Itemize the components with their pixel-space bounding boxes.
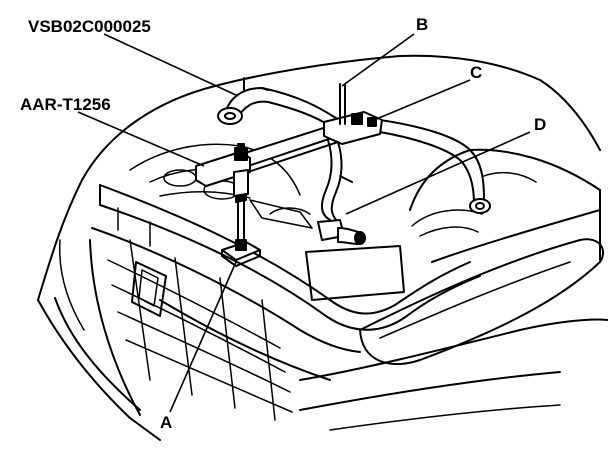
leader-d	[345, 131, 531, 215]
leader-aar	[77, 111, 205, 167]
label-aar-t1256: AAR-T1256	[20, 95, 111, 114]
leader-b	[341, 33, 415, 87]
label-vsb02c000025: VSB02C000025	[28, 17, 151, 36]
leader-a	[169, 261, 237, 413]
label-a: A	[160, 413, 173, 432]
label-c: C	[470, 63, 483, 82]
label-b: B	[416, 15, 429, 34]
leader-vsb	[103, 33, 239, 97]
label-d: D	[534, 115, 547, 134]
leader-lines	[77, 33, 531, 413]
leader-c	[373, 79, 471, 121]
strut-bar	[217, 77, 491, 214]
indicator-d	[317, 139, 366, 245]
radiator-support	[99, 184, 481, 331]
vehicle-body-outline	[37, 54, 608, 441]
front-grille	[89, 227, 361, 421]
aar-crossbar-tool	[195, 83, 383, 267]
